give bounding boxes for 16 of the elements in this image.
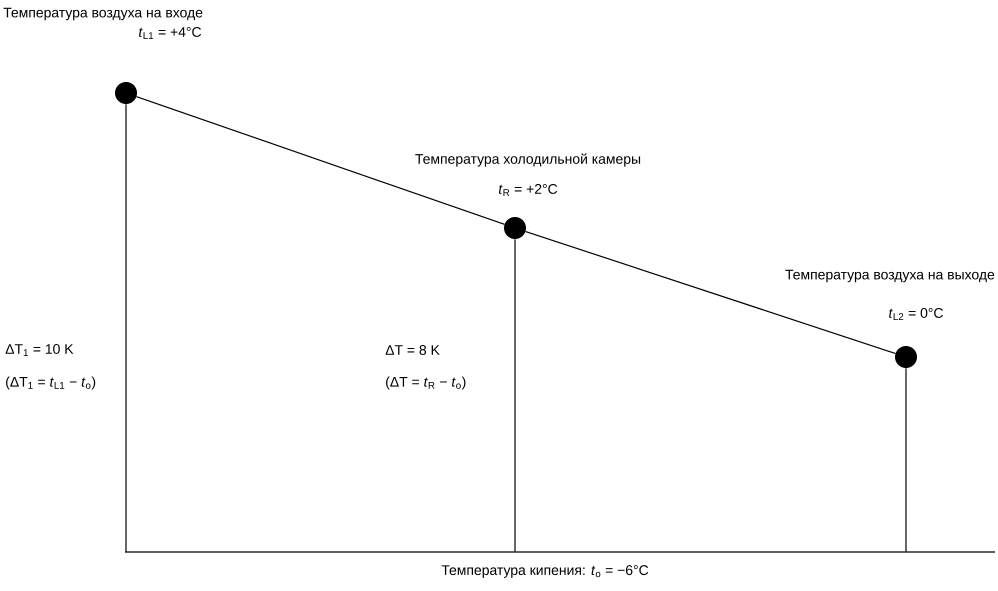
formula-text: (ΔT = t$_{R}$ − t$_{o}$) xyxy=(386,376,466,390)
caption-text: Температура воздуха на выходе xyxy=(785,270,994,282)
connecting-line xyxy=(525,230,896,354)
caption-text: Температура кипения: t$_{o}$ = −6°C xyxy=(442,565,648,578)
vertical-line xyxy=(905,368,907,552)
formula-text: (ΔT$_{1}$ = t$_{L1}$ − t$_{o}$) xyxy=(6,376,96,390)
formula-text: ΔT = 8 K xyxy=(386,345,440,355)
temperature-value: t$_{L1}$ = +4°C xyxy=(139,27,202,39)
caption-text: Температура холодильной камеры xyxy=(415,153,640,167)
caption-text: Температура воздуха на входе xyxy=(4,8,202,20)
connecting-line xyxy=(136,96,505,225)
vertical-line xyxy=(125,104,127,552)
vertical-line xyxy=(514,239,516,552)
temperature-value: t$_{L2}$ = 0°C xyxy=(889,308,943,320)
formula-text: ΔT$_{1}$ = 10 K xyxy=(6,344,74,356)
temperature-value: t$_{R}$ = +2°C xyxy=(498,184,558,196)
